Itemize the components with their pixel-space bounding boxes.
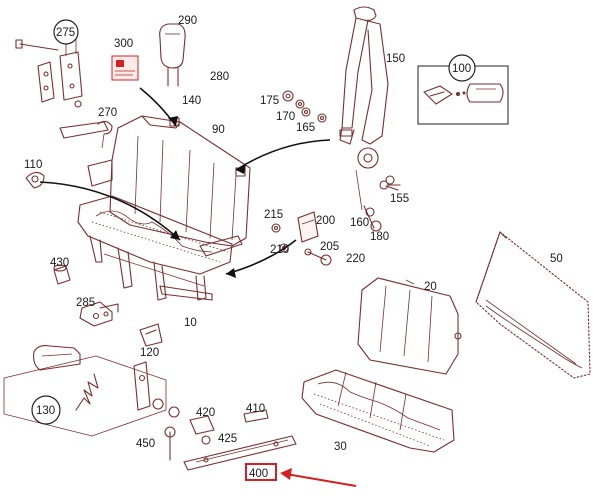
bench-seat-assembly[interactable] [77,115,251,301]
label-400: 400 [249,468,268,480]
label-140: 140 [182,95,201,107]
label-170: 170 [276,111,295,123]
label-450: 450 [136,438,155,450]
part-400-highlight-box [245,463,277,481]
label-285: 285 [76,297,95,309]
highlight-arrow [280,468,357,487]
label-130: 130 [36,405,55,417]
label-275: 275 [56,27,75,39]
label-200: 200 [316,215,335,227]
retaining-clip[interactable] [25,171,45,189]
label-155: 155 [390,193,409,205]
label-220: 220 [346,253,365,265]
label-90: 90 [212,124,225,136]
callout-circles [31,19,476,425]
label-175: 175 [260,95,279,107]
small-bracket[interactable] [139,323,163,347]
backrest-cushion[interactable] [357,277,462,375]
label-120: 120 [140,347,159,359]
mounting-bracket-set[interactable] [15,36,83,108]
label-425: 425 [218,433,237,445]
release-cable-kit[interactable] [3,345,167,437]
label-420: 420 [196,407,215,419]
release-handle[interactable] [59,120,113,149]
label-300: 300 [114,38,133,50]
label-165: 165 [296,122,315,134]
label-20: 20 [424,281,437,293]
label-160: 160 [350,217,369,229]
rail-hardware[interactable] [164,406,269,461]
label-100: 100 [452,63,471,75]
warning-label[interactable] [111,55,139,81]
bushing[interactable] [53,264,71,285]
leader-lines [39,87,331,278]
latch-assembly[interactable] [79,301,119,327]
label-215: 215 [264,209,283,221]
backrest-cover[interactable] [475,231,591,379]
seat-rail-400[interactable] [183,435,297,471]
label-210: 210 [270,244,289,256]
label-30: 30 [334,441,347,453]
label-270: 270 [98,107,117,119]
label-110: 110 [24,159,42,171]
label-180: 180 [370,231,389,243]
label-290: 290 [178,15,197,27]
label-150: 150 [386,53,405,65]
headrest[interactable] [159,23,186,87]
label-205: 205 [320,241,339,253]
part-labels: 290 275 300 280 140 270 90 150 100 175 1… [24,15,563,480]
label-430: 430 [50,257,69,269]
washer-set[interactable] [282,90,399,232]
label-280: 280 [210,71,229,83]
label-410: 410 [246,403,265,415]
label-10: 10 [184,317,197,329]
seat-cushion[interactable] [301,369,455,453]
label-50: 50 [550,253,563,265]
seat-belt[interactable] [339,6,401,211]
